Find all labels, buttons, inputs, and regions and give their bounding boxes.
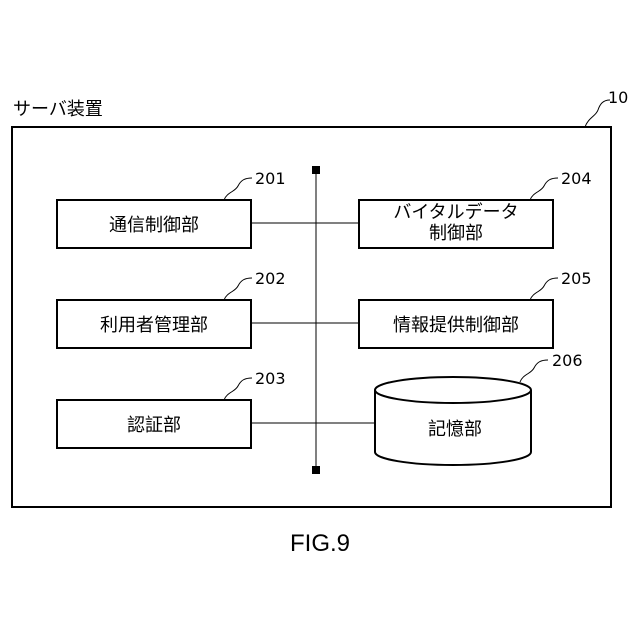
bus-top-terminal <box>312 166 320 174</box>
ref-204: 204 <box>561 171 592 187</box>
server-title: サーバ装置 <box>13 101 103 119</box>
unit-box-204: バイタルデータ 制御部 <box>358 199 554 249</box>
leader-202 <box>224 278 252 300</box>
ref-202: 202 <box>255 271 286 287</box>
unit-label-204-line1: バイタルデータ <box>393 203 518 224</box>
ref-206: 206 <box>552 353 583 369</box>
leader-204 <box>530 178 558 200</box>
ref-205: 205 <box>561 271 592 287</box>
unit-label-205: 情報提供制御部 <box>393 311 519 337</box>
leader-206 <box>520 360 548 382</box>
unit-label-201: 通信制御部 <box>109 211 199 237</box>
leader-201 <box>224 178 252 200</box>
unit-label-204-line2: 制御部 <box>429 224 483 245</box>
unit-box-201: 通信制御部 <box>56 199 252 249</box>
leader-10 <box>585 100 610 127</box>
unit-label-202: 利用者管理部 <box>100 311 208 337</box>
unit-box-202: 利用者管理部 <box>56 299 252 349</box>
leader-203 <box>224 378 252 400</box>
server-ref: 10 <box>608 90 628 106</box>
ref-201: 201 <box>255 171 286 187</box>
unit-label-206: 記憶部 <box>375 421 535 439</box>
leader-205 <box>530 278 558 300</box>
figure-caption: FIG.9 <box>0 530 640 558</box>
unit-label-203: 認証部 <box>127 411 181 437</box>
ref-203: 203 <box>255 371 286 387</box>
unit-box-203: 認証部 <box>56 399 252 449</box>
bus-bottom-terminal <box>312 466 320 474</box>
unit-box-205: 情報提供制御部 <box>358 299 554 349</box>
